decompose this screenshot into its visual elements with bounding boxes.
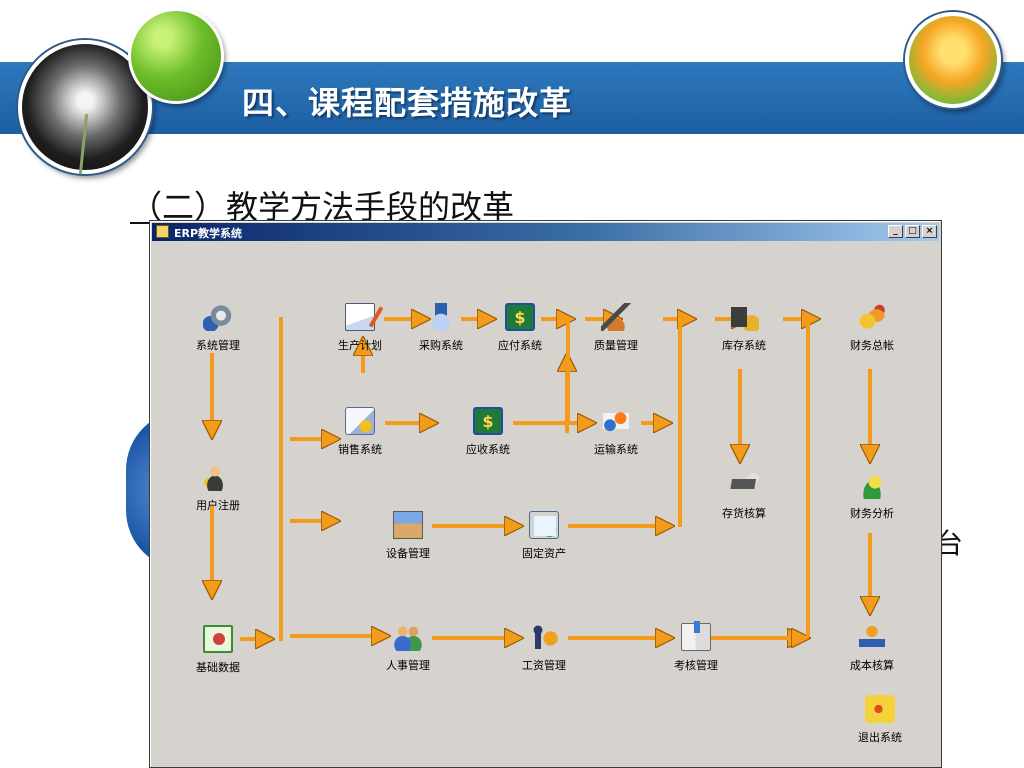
module-purchase[interactable]: 采购系统: [399, 303, 483, 353]
gear-icon: [203, 303, 233, 331]
green-ball-decoration: [128, 8, 224, 104]
module-cost-accounting[interactable]: 成本核算: [830, 623, 914, 673]
close-button[interactable]: ×: [922, 225, 937, 238]
module-inventory[interactable]: 库存系统: [702, 303, 786, 353]
microscope-icon: [601, 303, 631, 331]
module-quality[interactable]: 质量管理: [574, 303, 658, 353]
tulip-image: [905, 12, 1001, 108]
module-user-register[interactable]: 用户注册: [176, 463, 260, 513]
book-icon: [681, 621, 711, 651]
window-titlebar[interactable]: ERP教学系统 _ □ ×: [152, 223, 939, 241]
module-equipment[interactable]: 设备管理: [366, 511, 450, 561]
module-appraisal[interactable]: 考核管理: [654, 621, 738, 673]
module-transport[interactable]: 运输系统: [574, 407, 658, 457]
module-sales[interactable]: 销售系统: [318, 407, 402, 457]
document-pen-icon: [345, 303, 375, 331]
module-fixed-assets[interactable]: 固定资产: [502, 511, 586, 561]
stock-icon: [729, 303, 759, 331]
erp-window: ERP教学系统 _ □ × 系统管理 用户注册 基础数据: [149, 220, 942, 768]
chart-money-icon: [857, 471, 887, 499]
download-tray-icon: [426, 303, 456, 331]
module-hr[interactable]: 人事管理: [366, 623, 450, 673]
sales-order-icon: [345, 407, 375, 435]
cost-icon: [857, 623, 887, 651]
module-system-management[interactable]: 系统管理: [176, 303, 260, 353]
module-basic-data[interactable]: 基础数据: [176, 625, 260, 675]
flow-canvas: 系统管理 用户注册 基础数据 生产计划 采购系统 应付系统 质量管理: [150, 243, 941, 767]
users-key-icon: [203, 463, 233, 491]
exit-icon: [865, 695, 895, 723]
slide-title: 四、课程配套措施改革: [242, 84, 573, 122]
module-production-plan[interactable]: 生产计划: [318, 303, 402, 353]
module-exit[interactable]: 退出系统: [838, 695, 922, 745]
maximize-button[interactable]: □: [905, 225, 920, 238]
wage-icon: [529, 623, 559, 651]
module-general-ledger[interactable]: 财务总帐: [830, 303, 914, 353]
equipment-icon: [393, 511, 423, 539]
coins-icon: [857, 303, 887, 331]
module-payable[interactable]: 应付系统: [478, 303, 562, 353]
slide-subtitle: （二）教学方法手段的改革: [130, 188, 515, 226]
truck-icon: [601, 407, 631, 435]
minimize-button[interactable]: _: [888, 225, 903, 238]
people-icon: [393, 623, 423, 651]
money-in-icon: [473, 407, 503, 435]
app-icon: [156, 225, 169, 238]
money-out-icon: [505, 303, 535, 331]
module-stock-accounting[interactable]: 存货核算: [702, 471, 786, 521]
asset-icon: [529, 511, 559, 539]
module-financial-analysis[interactable]: 财务分析: [830, 471, 914, 521]
basic-data-icon: [203, 625, 233, 653]
module-wages[interactable]: 工资管理: [502, 623, 586, 673]
window-title: ERP教学系统: [174, 227, 243, 240]
module-receivable[interactable]: 应收系统: [446, 407, 530, 457]
cart-icon: [726, 471, 762, 499]
